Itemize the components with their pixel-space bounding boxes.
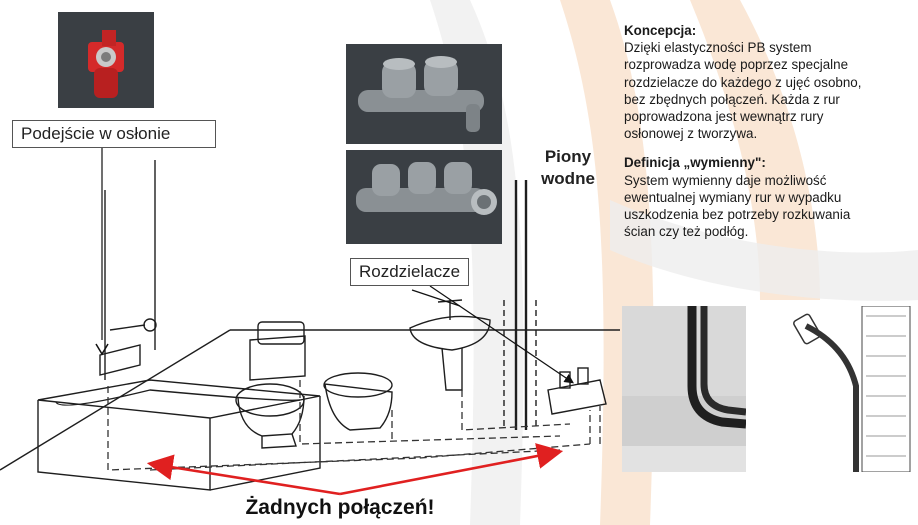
red-fitting-photo (58, 12, 154, 108)
label-podejscie-w-oslonie: Podejście w osłonie (12, 120, 216, 148)
koncepcja-line: Dzięki elastyczności PB system (624, 40, 812, 56)
definicja-heading: Definicja „wymienny": (624, 155, 766, 171)
koncepcja-line: rozprowadza wodę poprzez specjalne (624, 57, 849, 73)
definicja-line: uszkodzenia bez potrzeby rozkuwania (624, 207, 851, 223)
wall-detail-drawing (786, 306, 914, 472)
definicja-line: ścian czy też podłóg. (624, 224, 749, 240)
piony-line-1: Piony (544, 147, 592, 166)
bottom-caption: Żadnych połączeń! (245, 496, 435, 519)
definicja-line: System wymienny daje możliwość (624, 172, 827, 188)
koncepcja-line: poprowadzona jest wewnątrz rury (624, 109, 824, 125)
label-rozdzielacze: Rozdzielacze (350, 258, 470, 286)
koncepcja-line: bez zbędnych połączeń. Każda z rur (624, 91, 840, 107)
definicja-line: ewentualnej wymiany rur w wypadku (624, 189, 842, 205)
koncepcja-line: osłonowej z tworzywa. (624, 126, 758, 142)
manifold-photo-three-outlets (346, 150, 502, 244)
label-piony-wodne: Piony wodne (536, 146, 600, 190)
piony-line-2: wodne (541, 169, 595, 188)
manifold-photo-two-outlets (346, 44, 502, 144)
description-panel: Koncepcja: Dzięki elastyczności PB syste… (624, 22, 916, 240)
pipe-floor-photo (622, 306, 746, 472)
koncepcja-heading: Koncepcja: (624, 23, 697, 38)
koncepcja-line: rozdzielacze do każdego z ujęć osobno, (624, 74, 862, 90)
